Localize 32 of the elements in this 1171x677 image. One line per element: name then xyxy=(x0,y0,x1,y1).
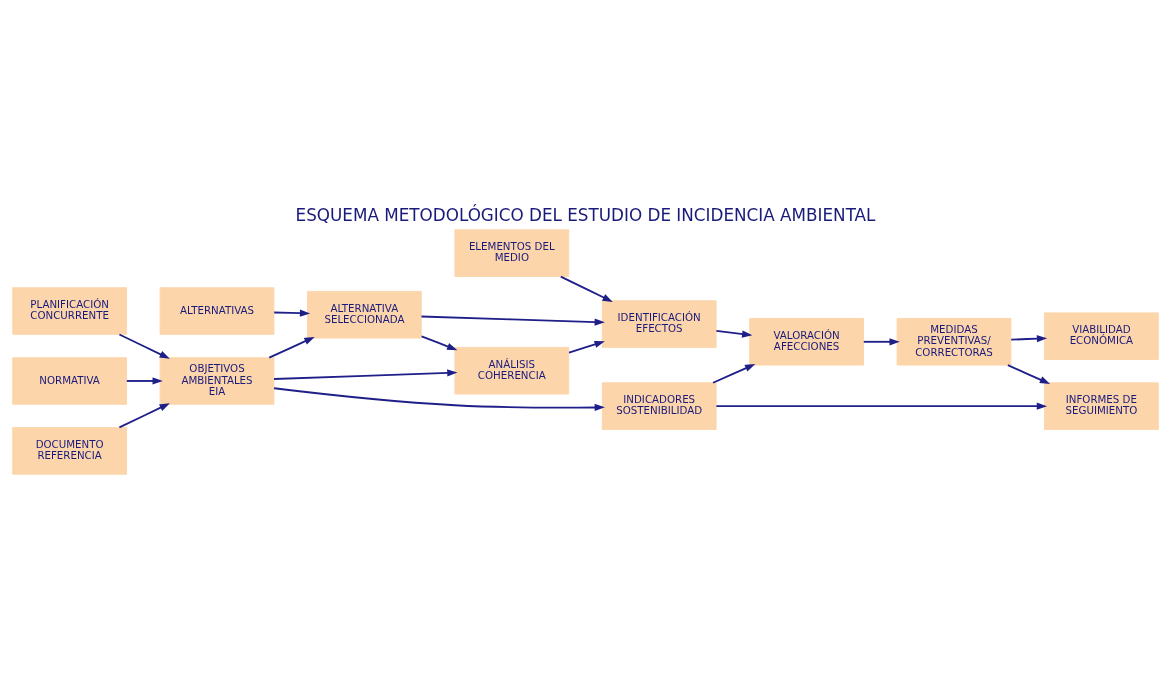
node-box: INDICADORES SOSTENIBILIDAD xyxy=(601,381,717,430)
arrow xyxy=(273,309,311,317)
arrow xyxy=(1010,334,1048,342)
node-box: PLANIFICACIÓN CONCURRENTE xyxy=(12,286,127,335)
node-box: VALORACIÓN AFECCIONES xyxy=(749,317,864,366)
arrow xyxy=(273,386,605,411)
arrow xyxy=(118,402,170,428)
diagram-title: ESQUEMA METODOLÓGICO DEL ESTUDIO DE INCIDENCIA AMBIENTAL xyxy=(295,204,876,225)
arrow xyxy=(715,402,1048,410)
arrow xyxy=(420,334,458,350)
arrow xyxy=(1006,363,1051,384)
node-box: DOCUMENTO REFERENCIA xyxy=(12,426,127,475)
arrow xyxy=(715,329,753,338)
node-box: NORMATIVA xyxy=(12,356,127,405)
arrow xyxy=(420,315,605,326)
arrow xyxy=(268,336,315,359)
node-box: ELEMENTOS DEL MEDIO xyxy=(454,228,570,277)
arrow xyxy=(118,333,170,359)
arrow xyxy=(125,376,163,385)
node-box: INFORMES DE SEGUIMIENTO xyxy=(1044,381,1159,430)
arrow xyxy=(862,337,900,345)
node-box: IDENTIFICACIÓN EFECTOS xyxy=(601,299,717,348)
arrow xyxy=(712,363,756,384)
arrow xyxy=(559,275,613,302)
node-box: OBJETIVOS AMBIENTALES EIA xyxy=(159,356,275,405)
node-box: VIABILIDAD ECONÓMICA xyxy=(1044,311,1159,360)
arrow xyxy=(568,340,605,354)
node-box: ALTERNATIVA SELECCIONADA xyxy=(307,290,422,339)
arrow xyxy=(273,368,458,380)
node-box: MEDIDAS PREVENTIVAS/ CORRECTORAS xyxy=(896,317,1012,366)
node-box: ANÁLISIS COHERENCIA xyxy=(454,346,570,394)
node-box: ALTERNATIVAS xyxy=(159,286,275,335)
